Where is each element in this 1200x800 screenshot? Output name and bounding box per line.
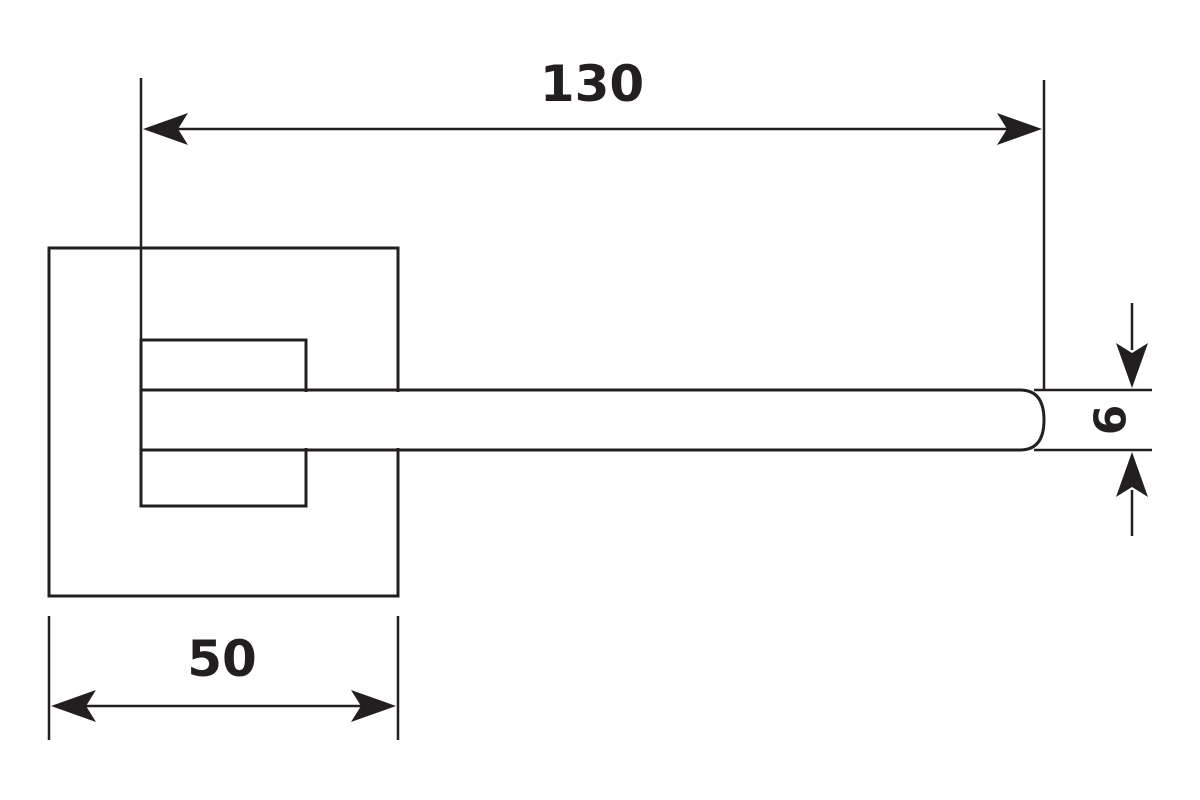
lever-bar xyxy=(141,388,1046,452)
arrowhead-right-130 xyxy=(997,113,1042,145)
arrowhead-bottom-9 xyxy=(1116,452,1148,497)
dimension-label-50: 50 xyxy=(187,630,257,688)
lever-bar-fill xyxy=(143,392,1042,448)
arrowhead-left-50 xyxy=(51,690,96,722)
arrowhead-left-130 xyxy=(143,113,188,145)
dimension-label-9: 9 xyxy=(1083,405,1134,436)
dimension-label-130: 130 xyxy=(540,55,644,113)
arrowhead-top-9 xyxy=(1116,343,1148,388)
arrowhead-right-50 xyxy=(351,690,396,722)
